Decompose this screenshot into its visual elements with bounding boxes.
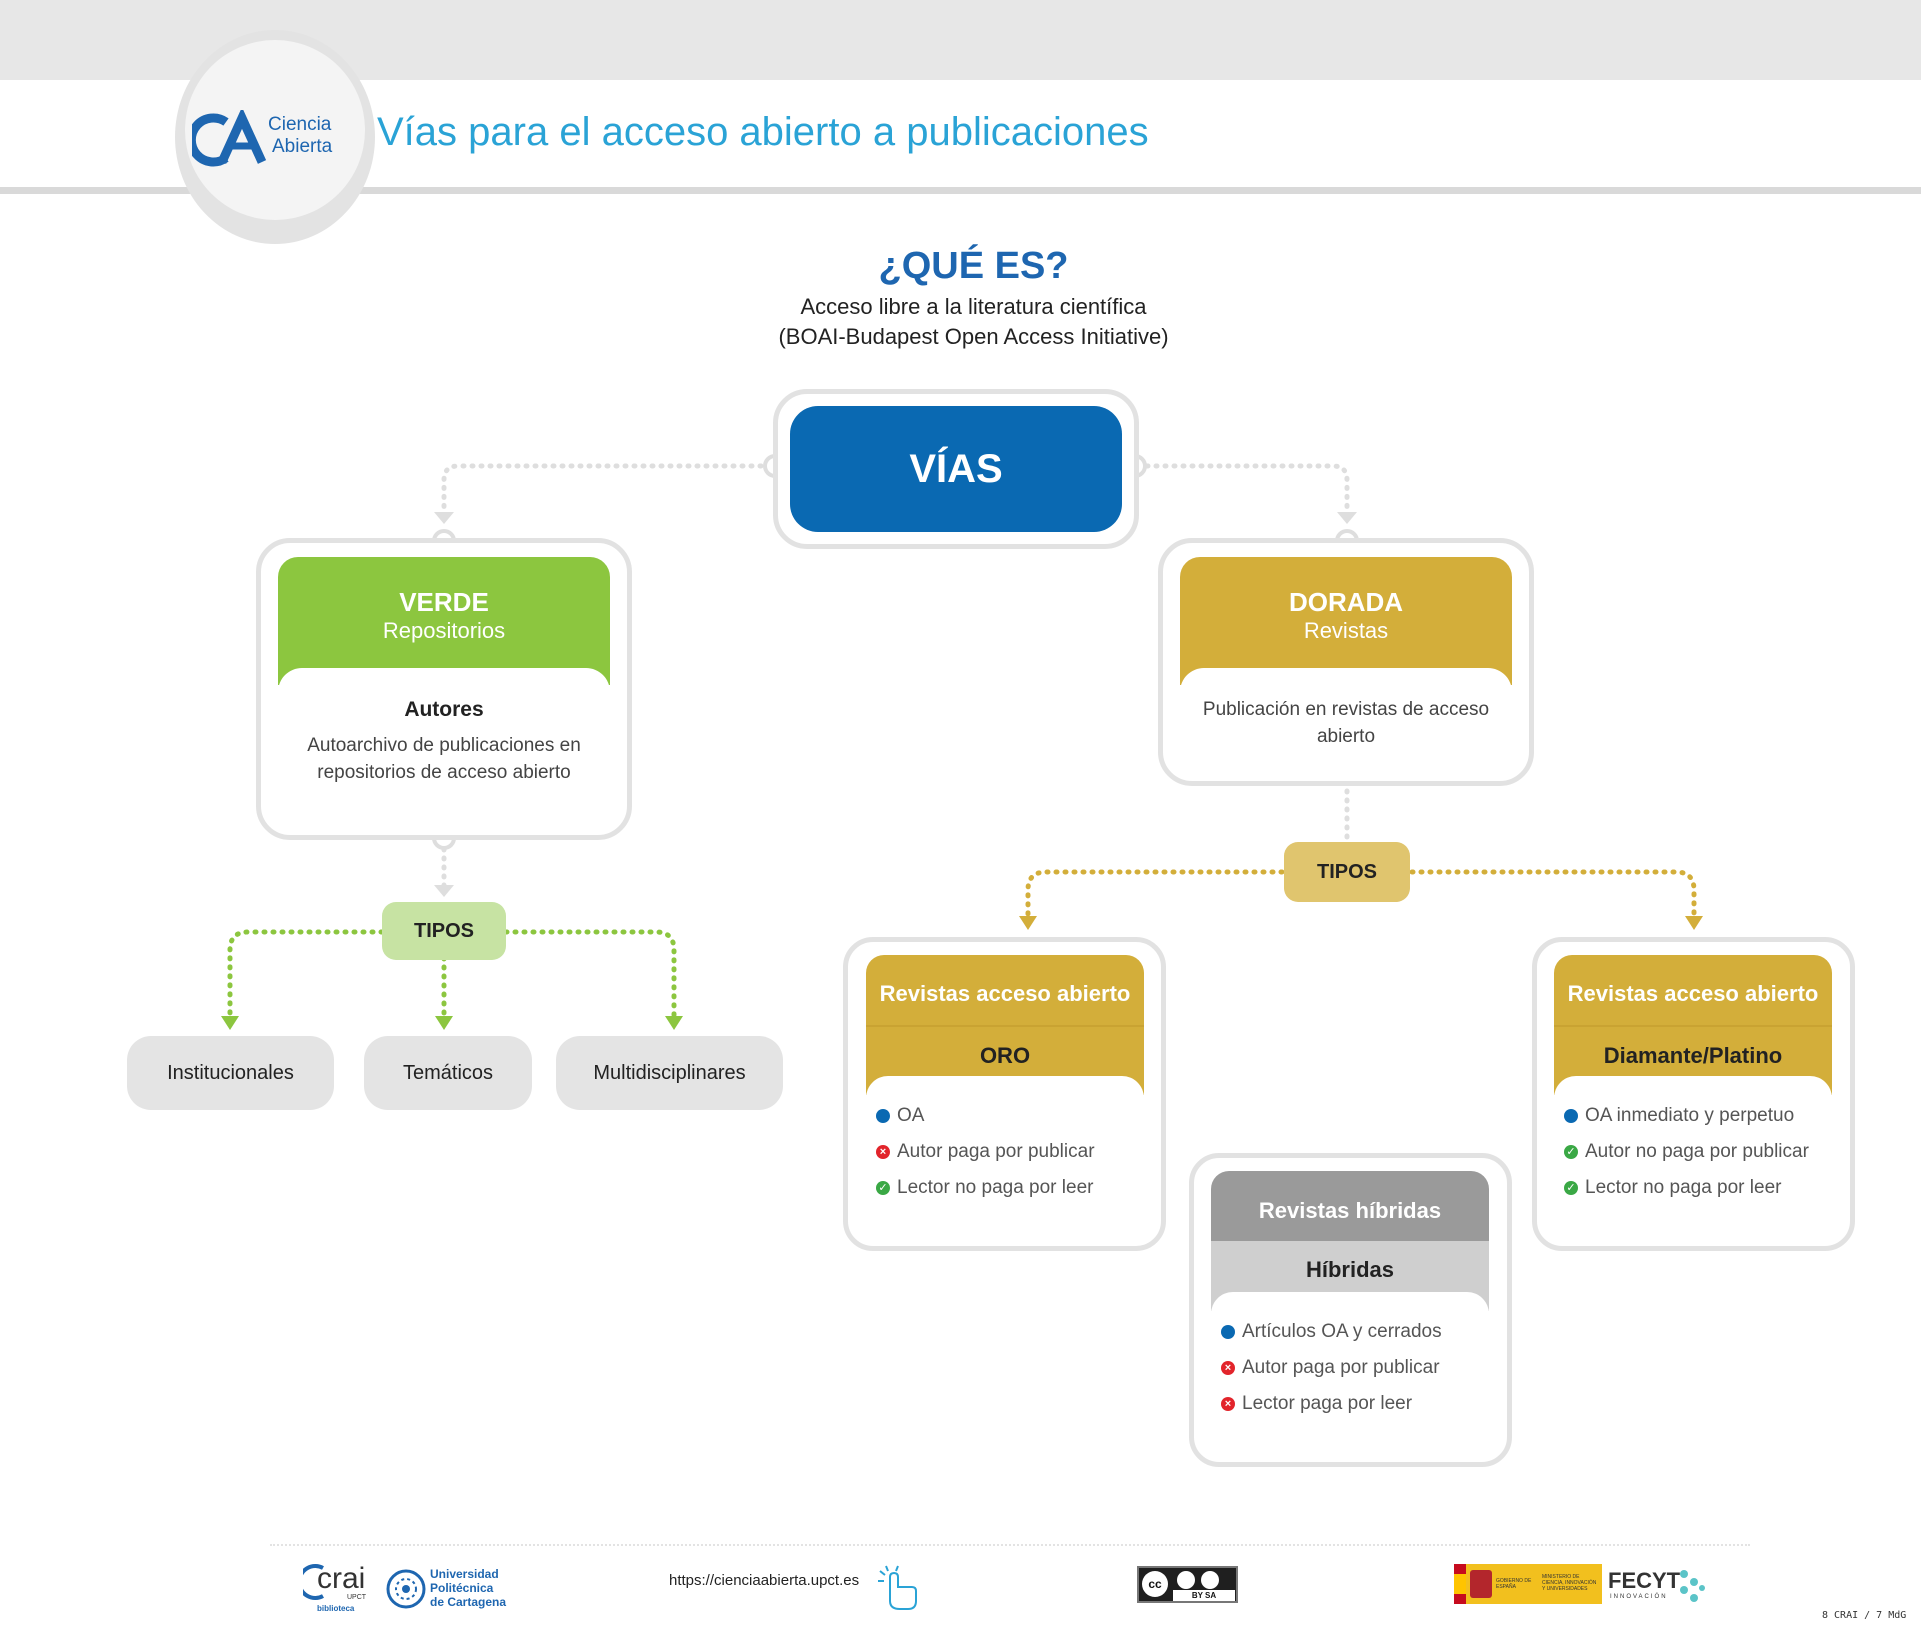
coat-of-arms-icon [1470, 1570, 1492, 1598]
footer-divider [270, 1544, 1750, 1546]
card-oro-body: OA ×Autor paga por publicar ✓Lector no p… [866, 1076, 1144, 1234]
logo-text-abierta: Abierta [272, 136, 333, 157]
cc-license-badge: cc BY SA [1137, 1566, 1238, 1603]
que-es-title: ¿QUÉ ES? [878, 245, 1069, 287]
credit-text: 8 CRAI / 7 MdG [1822, 1610, 1907, 1621]
upct-line-3: de Cartagena [430, 1595, 507, 1609]
fecyt-sub: INNOVACIÓN [1610, 1594, 1668, 1600]
government-logo: GOBIERNO DE ESPAÑA MINISTERIO DE CIENCIA… [1454, 1564, 1602, 1604]
ca-logo-icon [192, 110, 267, 167]
spain-flag-icon [1454, 1564, 1466, 1604]
by-icon [1177, 1571, 1195, 1589]
que-es-line-2: (BOAI-Budapest Open Access Initiative) [778, 324, 1169, 349]
card-diamante-item: ✓Autor no paga por publicar [1564, 1134, 1832, 1170]
card-diamante-item: OA inmediato y perpetuo [1564, 1098, 1832, 1134]
check-icon: ✓ [1564, 1145, 1578, 1159]
card-oro-item: ×Autor paga por publicar [876, 1134, 1144, 1170]
crai-logo-icon [303, 1564, 324, 1600]
info-dot-icon [1221, 1325, 1235, 1339]
verde-tipos-pill: TIPOS [382, 902, 506, 960]
connector-vias-dorada [1135, 463, 1350, 515]
dorada-title: DORADA [1288, 587, 1404, 617]
logo-badge [185, 40, 365, 220]
page-title: Vías para el acceso abierto a publicacio… [377, 110, 1149, 154]
card-hibridas-item: ×Autor paga por publicar [1221, 1350, 1489, 1386]
upct-seal-icon [386, 1569, 426, 1609]
connector-tipos-multidisciplinares [503, 929, 677, 1019]
header-divider [0, 187, 1921, 194]
website-link[interactable]: https://cienciaabierta.upct.es [669, 1572, 860, 1589]
connector-tipos-diamante [1409, 869, 1697, 919]
tipo-tematicos: Temáticos [364, 1036, 532, 1110]
cc-by-sa-label: BY SA [1173, 1590, 1235, 1601]
card-oro-item: ✓Lector no paga por leer [876, 1170, 1144, 1206]
logo-text-ciencia: Ciencia [268, 114, 332, 135]
tipo-multidisciplinares: Multidisciplinares [556, 1036, 783, 1110]
dorada-body-text: Publicación en revistas de acceso abiert… [1202, 699, 1490, 747]
fecyt-text: FECYT [1608, 1568, 1681, 1593]
tipo-institucionales: Institucionales [127, 1036, 334, 1110]
dorada-header: DORADA Revistas [1180, 557, 1512, 685]
verde-subtitle: Repositorios [382, 618, 506, 643]
sa-icon [1201, 1571, 1219, 1589]
verde-header: VERDE Repositorios [278, 557, 610, 685]
cross-icon: × [1221, 1397, 1235, 1411]
card-hibridas-body: Artículos OA y cerrados ×Autor paga por … [1211, 1292, 1489, 1450]
card-diamante-body: OA inmediato y perpetuo ✓Autor no paga p… [1554, 1076, 1832, 1234]
info-dot-icon [876, 1109, 890, 1123]
card-diamante-head: Revistas acceso abierto [1554, 955, 1832, 1025]
upct-line-1: Universidad [430, 1567, 499, 1581]
ministry-text: MINISTERIO DE CIENCIA, INNOVACIÓN Y UNIV… [1542, 1574, 1597, 1592]
dorada-subtitle: Revistas [1303, 618, 1389, 643]
card-hibridas-item: ×Lector paga por leer [1221, 1386, 1489, 1422]
card-diamante-item: ✓Lector no paga por leer [1564, 1170, 1832, 1206]
connector-tipos-institucionales [227, 929, 385, 1019]
upct-logo: Universidad Politécnica de Cartagena [386, 1567, 516, 1612]
gov-text: GOBIERNO DE ESPAÑA [1496, 1578, 1532, 1590]
check-icon: ✓ [876, 1181, 890, 1195]
cross-icon: × [876, 1145, 890, 1159]
cc-icon: cc [1142, 1571, 1168, 1597]
fecyt-logo: FECYT INNOVACIÓN [1608, 1566, 1708, 1606]
fecyt-molecule-icon [1680, 1570, 1705, 1602]
card-oro-head: Revistas acceso abierto [866, 955, 1144, 1025]
cross-icon: × [1221, 1361, 1235, 1375]
check-icon: ✓ [1564, 1181, 1578, 1195]
verde-body-text: Autoarchivo de publicaciones en reposito… [307, 735, 581, 783]
verde-body-title: Autores [404, 698, 484, 721]
card-hibridas-head: Revistas híbridas [1211, 1171, 1489, 1241]
crai-sub: biblioteca [317, 1604, 355, 1613]
crai-small: UPCT [347, 1594, 367, 1601]
pointer-hand-icon [878, 1565, 917, 1610]
dorada-tipos-pill: TIPOS [1284, 842, 1410, 902]
crai-logo: crai UPCT biblioteca [303, 1560, 367, 1616]
crai-text: crai [317, 1562, 366, 1595]
dorada-body: Publicación en revistas de acceso abiert… [1180, 668, 1512, 773]
que-es-line-1: Acceso libre a la literatura científica [800, 294, 1147, 319]
verde-body: Autores Autoarchivo de publicaciones en … [278, 668, 610, 828]
ciencia-abierta-logo: Ciencia Abierta [192, 106, 342, 176]
card-hibridas-item: Artículos OA y cerrados [1221, 1314, 1489, 1350]
upct-line-2: Politécnica [430, 1581, 494, 1595]
card-oro-item: OA [876, 1098, 1144, 1134]
vias-box: VÍAS [790, 406, 1122, 532]
connector-vias-verde [441, 463, 773, 515]
info-dot-icon [1564, 1109, 1578, 1123]
connector-tipos-oro [1025, 869, 1285, 919]
verde-title: VERDE [399, 587, 489, 617]
